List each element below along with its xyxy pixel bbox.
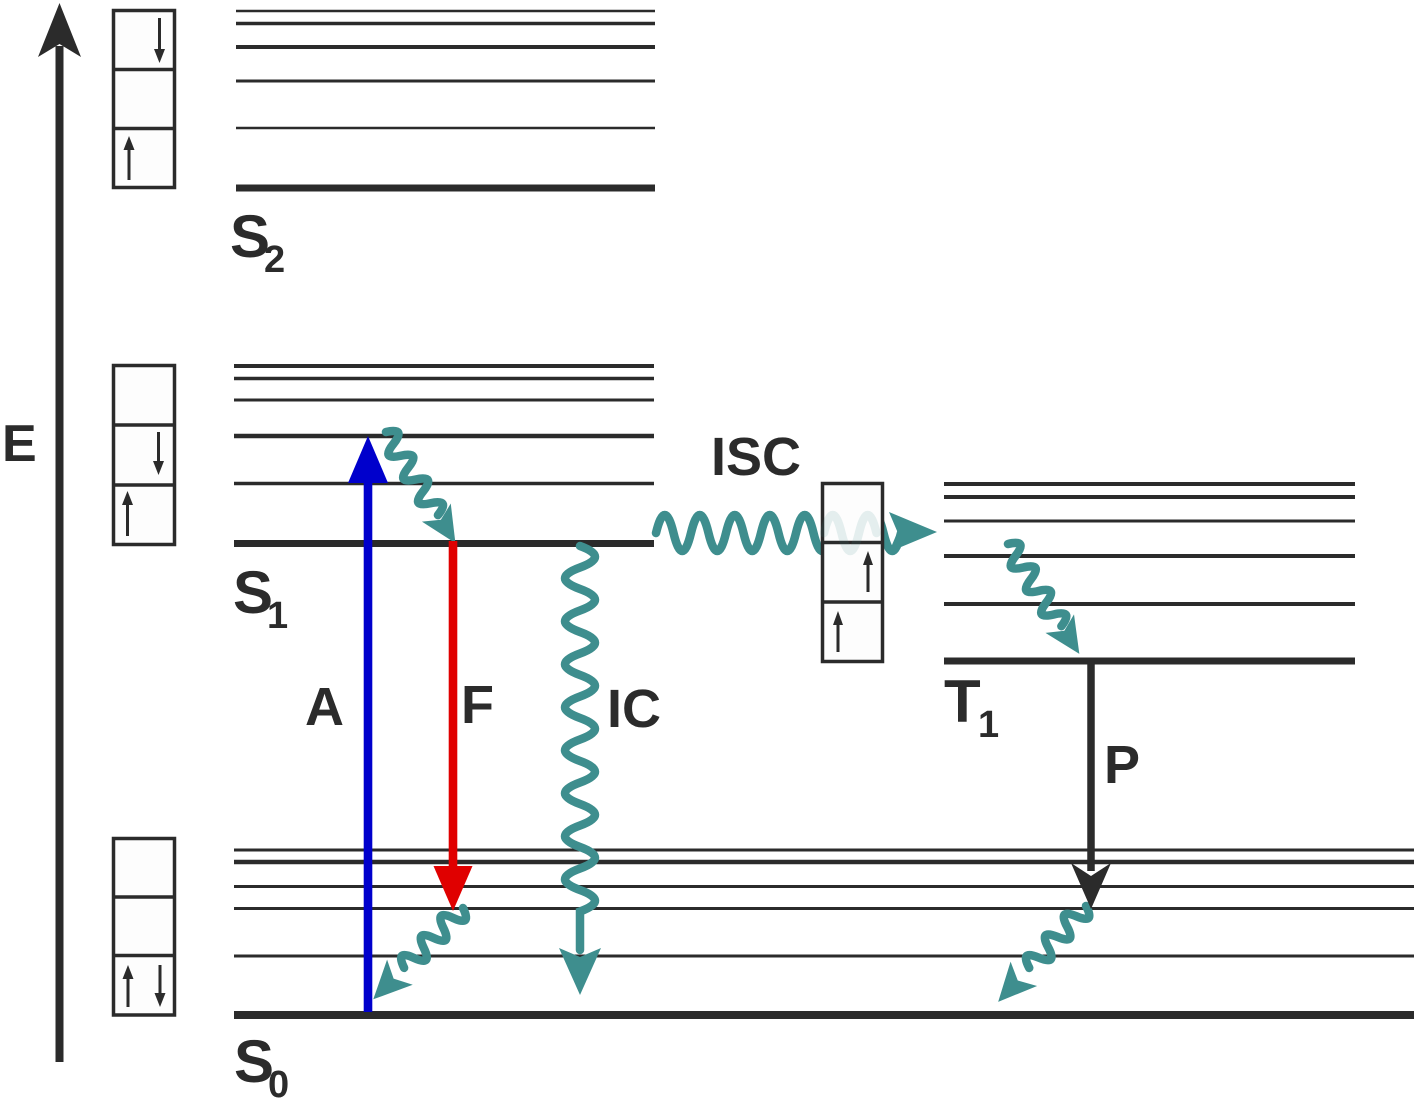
s2-label-subscript: 2: [264, 239, 285, 281]
state-t1: T 1: [944, 482, 1355, 746]
vibrational-relaxation-s1-arrow: [381, 426, 456, 544]
spin-up-arrow-icon: [833, 611, 843, 652]
s0-label: S: [234, 1028, 274, 1095]
spin-box-s2: [111, 8, 177, 190]
s1-label: S: [233, 559, 273, 626]
phosphorescence-arrowhead-icon: [1071, 863, 1111, 909]
relaxation-wave: [1021, 901, 1094, 973]
absorption-arrow-shaft: [363, 478, 373, 1012]
isc-wave-through-box: [819, 510, 881, 556]
relaxation-arrowhead-icon: [421, 503, 456, 544]
spin-up-arrow-icon: [123, 136, 135, 180]
spin-box-frame: [820, 481, 885, 664]
vibrational-relaxation-s0-arrow: [373, 903, 471, 1000]
spin-down-arrow-icon: [154, 18, 165, 63]
s2-label: S: [230, 203, 270, 270]
spin-box-frame: [111, 8, 177, 190]
internal-conversion-arrow: [559, 541, 601, 995]
internal-conversion-label: IC: [607, 679, 661, 739]
spin-box-s0: [111, 836, 177, 1017]
s1-label-subscript: 1: [267, 595, 288, 637]
energy-axis: E: [2, 3, 81, 1062]
spin-up-arrow-icon: [863, 551, 873, 592]
relaxation-arrowhead-icon: [373, 959, 413, 1000]
t1-label: T: [944, 668, 981, 735]
state-s2: S 2: [230, 9, 655, 281]
energy-axis-label: E: [2, 415, 37, 473]
fluorescence-arrow: [433, 541, 473, 911]
s0-label-subscript: 0: [268, 1064, 289, 1104]
vibrational-relaxation-s0-arrow: [998, 901, 1094, 1002]
spin-up-arrow-icon: [122, 965, 134, 1007]
spin-down-arrow-icon: [154, 965, 166, 1007]
phosphorescence-label: P: [1104, 735, 1140, 795]
relaxation-arrowhead-icon: [998, 961, 1038, 1002]
energy-axis-arrowhead-icon: [38, 3, 81, 57]
t1-label-subscript: 1: [978, 704, 999, 746]
relaxation-wave: [1003, 538, 1071, 631]
fluorescence-arrow-shaft: [448, 541, 458, 871]
relaxation-wave: [396, 903, 471, 973]
fluorescence-arrowhead-icon: [433, 866, 473, 911]
state-s0: S 0: [234, 848, 1414, 1104]
intersystem-crossing-label: ISC: [711, 427, 801, 487]
isc-arrowhead-icon: [889, 512, 937, 552]
absorption-arrowhead-icon: [348, 436, 388, 483]
vibrational-relaxation-t1-arrow: [1003, 538, 1080, 654]
spin-down-arrow-icon: [153, 432, 164, 475]
ic-arrowhead-icon: [559, 948, 601, 995]
spin-box-frame: [111, 836, 177, 1017]
absorption-arrow: [348, 436, 388, 1012]
relaxation-wave: [381, 426, 448, 520]
fluorescence-label: F: [461, 675, 494, 735]
absorption-label: A: [305, 677, 344, 737]
spin-up-arrow-icon: [122, 491, 133, 536]
spin-box-t1: [819, 481, 885, 664]
relaxation-arrowhead-icon: [1045, 614, 1080, 654]
spin-box-frame: [111, 363, 177, 547]
phosphorescence-arrow: [1071, 661, 1111, 909]
ic-wave: [560, 541, 600, 955]
spin-box-s1: [111, 363, 177, 547]
